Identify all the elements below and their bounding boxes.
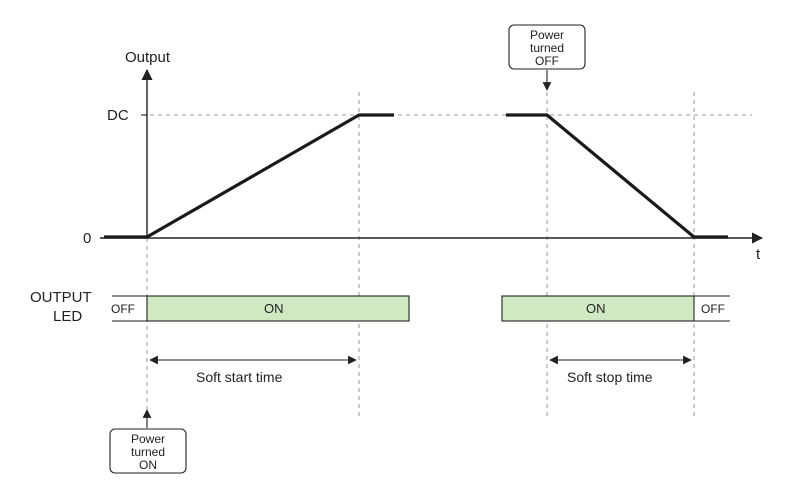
y-axis-title: Output — [125, 49, 171, 66]
output-signal — [104, 113, 728, 239]
callout-power-off-line2: turned — [530, 41, 564, 55]
callout-power-on-line2: turned — [131, 445, 165, 459]
guide-lines — [146, 92, 752, 420]
x-axis-label: t — [756, 246, 761, 263]
led-on-bar-left — [146, 295, 410, 322]
output-led-row: OUTPUT LED OFF ON ON OFF — [30, 289, 730, 325]
led-off-label-right: OFF — [701, 302, 725, 316]
led-off-label-left: OFF — [111, 302, 135, 316]
callout-power-on: Power turned ON — [109, 409, 187, 474]
soft-start-ramp — [104, 113, 394, 239]
led-on-label-left: ON — [264, 301, 284, 316]
soft-stop-label: Soft stop time — [567, 369, 653, 385]
callout-power-on-line3: ON — [139, 458, 157, 472]
callout-power-off-line3: OFF — [535, 54, 559, 68]
timing-spans: Soft start time Soft stop time — [149, 355, 692, 385]
y-label-zero: 0 — [83, 230, 91, 247]
soft-start-label: Soft start time — [196, 369, 283, 385]
axes — [100, 68, 764, 244]
callout-power-on-box — [109, 428, 187, 474]
callout-power-off-line1: Power — [530, 28, 564, 42]
callout-power-off-box — [508, 24, 586, 70]
callout-power-on-line1: Power — [131, 432, 165, 446]
led-on-bar-right — [501, 295, 695, 322]
soft-stop-ramp — [506, 113, 728, 239]
y-label-dc: DC — [107, 107, 129, 124]
led-row-label-line1: OUTPUT — [30, 289, 92, 306]
led-row-label-line2: LED — [53, 308, 82, 325]
callout-power-off: Power turned OFF — [508, 24, 586, 91]
led-on-label-right: ON — [586, 301, 606, 316]
